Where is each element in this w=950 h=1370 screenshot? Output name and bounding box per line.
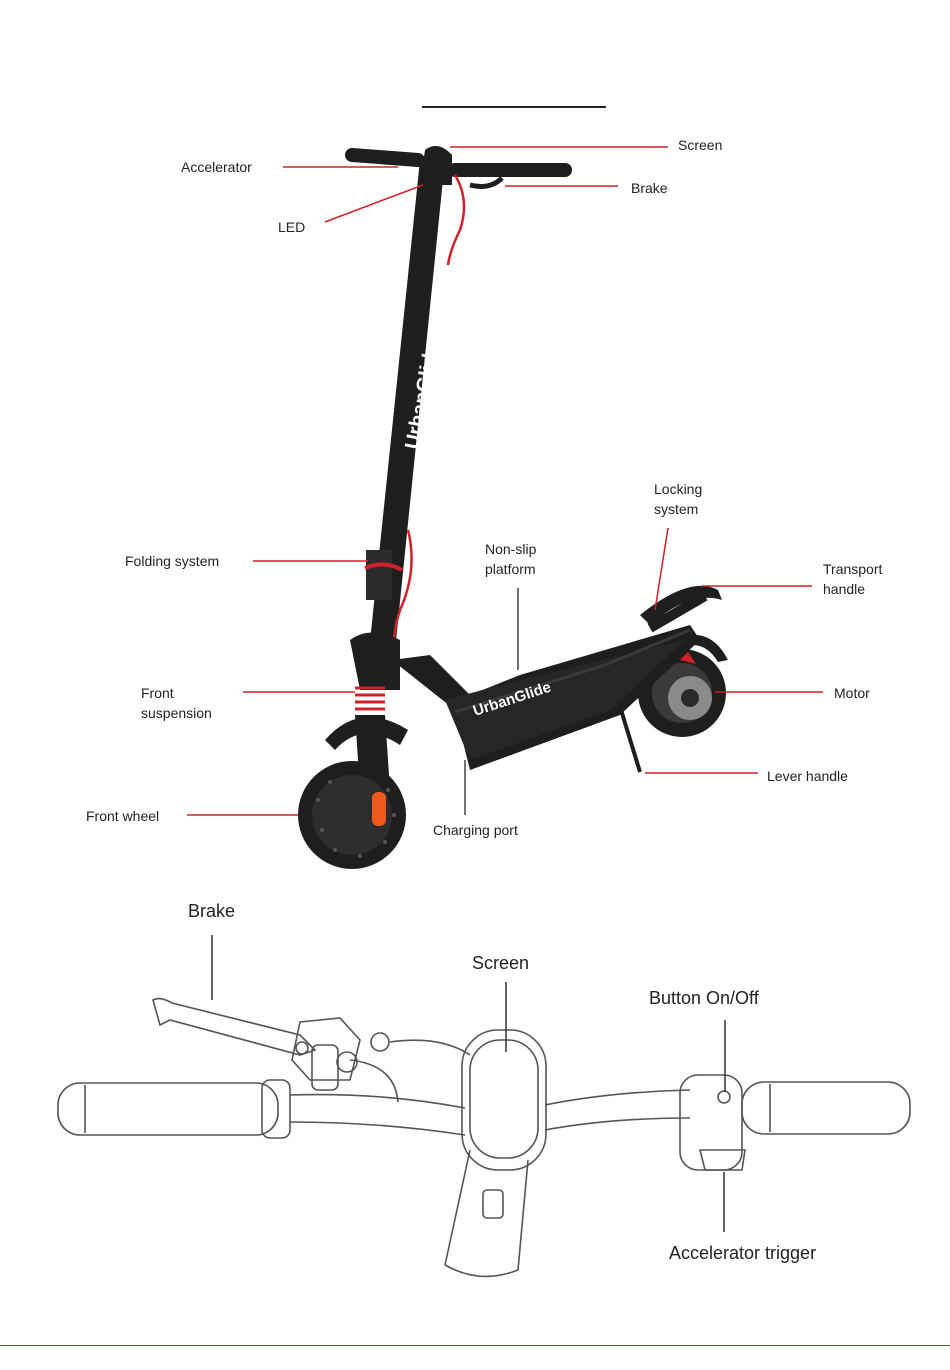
label-brake: Brake — [631, 178, 668, 198]
footer-rule — [0, 1345, 950, 1346]
label-screen: Screen — [678, 135, 722, 155]
label-charging-port: Charging port — [433, 820, 518, 840]
left-handle-grip — [58, 1083, 278, 1135]
handlebar-illustration — [58, 999, 910, 1277]
label-handlebar-brake: Brake — [188, 900, 235, 922]
label-nonslip-platform-2: platform — [485, 559, 536, 579]
label-locking-system-1: Locking — [654, 479, 702, 499]
label-transport-handle-1: Transport — [823, 559, 882, 579]
label-front-suspension-1: Front — [141, 683, 174, 703]
label-accelerator: Accelerator — [181, 157, 252, 177]
label-locking-system-2: system — [654, 499, 698, 519]
handlebar-screen — [420, 146, 452, 185]
label-accelerator-trigger: Accelerator trigger — [669, 1242, 816, 1264]
label-transport-handle-2: handle — [823, 579, 865, 599]
label-motor: Motor — [834, 683, 870, 703]
left-grip — [352, 155, 418, 160]
brake-lever — [153, 999, 315, 1055]
label-front-wheel: Front wheel — [86, 806, 159, 826]
label-lever-handle: Lever handle — [767, 766, 848, 786]
front-suspension-spring — [355, 688, 385, 709]
right-handle-grip — [742, 1082, 910, 1134]
power-button — [718, 1091, 730, 1103]
label-handlebar-screen: Screen — [472, 952, 529, 974]
label-folding-system: Folding system — [125, 551, 219, 571]
label-front-suspension-2: suspension — [141, 703, 212, 723]
label-led: LED — [278, 217, 305, 237]
folding-clamp — [366, 550, 392, 600]
label-nonslip-platform-1: Non-slip — [485, 539, 536, 559]
front-reflector — [372, 792, 386, 826]
stem — [366, 160, 445, 680]
handlebar-screen-outline — [462, 1030, 546, 1170]
label-button-on-off: Button On/Off — [649, 987, 759, 1009]
